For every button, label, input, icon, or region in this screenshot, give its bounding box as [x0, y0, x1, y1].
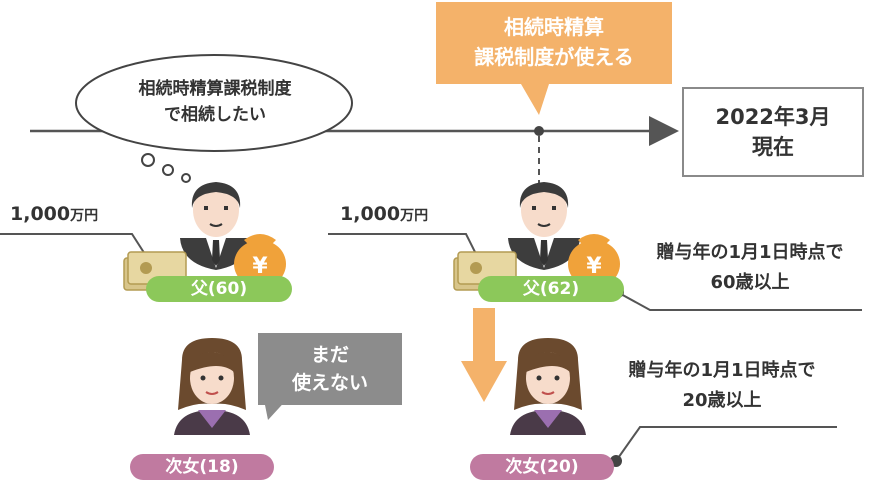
- father-right-icon: [508, 182, 580, 270]
- thought-bubble-shape: [75, 54, 353, 183]
- timeline-point: [534, 126, 544, 136]
- left-amount-value: 1,000: [10, 203, 71, 225]
- callout-pointer: [521, 84, 549, 115]
- father-condition-text: 贈与年の1月1日時点で 60歳以上: [632, 238, 868, 298]
- father-left-badge: 父(60): [146, 276, 292, 302]
- left-amount-unit: 万円: [70, 208, 99, 224]
- father-condition-line: [618, 292, 862, 311]
- down-arrow-icon: [461, 308, 507, 402]
- date-line-2: 現在: [752, 135, 794, 159]
- speech-line-1: まだ: [310, 344, 349, 366]
- daughter-condition-text: 贈与年の1月1日時点で 20歳以上: [604, 356, 840, 416]
- current-date-box: 2022年3月 現在: [682, 87, 864, 177]
- callout-can-use: 相続時精算 課税制度が使える: [436, 2, 672, 84]
- speech-line-2: 使えない: [291, 372, 368, 394]
- father-right-badge: 父(62): [478, 276, 624, 302]
- right-amount-unit: 万円: [400, 208, 429, 224]
- right-amount-label: 1,000万円: [340, 203, 428, 225]
- daughter-right-icon: [510, 338, 586, 435]
- father-left-icon: [180, 182, 252, 270]
- callout-line-1: 相続時精算: [504, 15, 604, 39]
- not-yet-speech-box: まだ 使えない: [258, 333, 402, 405]
- daughter-condition-line-1: 贈与年の1月1日時点で: [628, 360, 816, 381]
- daughter-condition-line-2: 20歳以上: [682, 390, 762, 411]
- daughter-left-badge: 次女(18): [130, 454, 274, 480]
- daughter-condition-line: [615, 426, 837, 462]
- thought-bubble-text: 相続時精算課税制度 で相続したい: [76, 76, 354, 128]
- svg-text:¥: ¥: [586, 254, 602, 279]
- father-condition-line-2: 60歳以上: [710, 272, 790, 293]
- right-amount-value: 1,000: [340, 203, 401, 225]
- father-condition-line-1: 贈与年の1月1日時点で: [656, 242, 844, 263]
- thought-line-2: で相続したい: [164, 105, 266, 125]
- daughter-left-icon: [174, 338, 250, 435]
- callout-line-2: 課税制度が使える: [474, 45, 634, 69]
- daughter-right-badge: 次女(20): [470, 454, 614, 480]
- thought-line-1: 相続時精算課税制度: [138, 79, 292, 99]
- date-line-1: 2022年3月: [715, 105, 831, 129]
- left-amount-label: 1,000万円: [10, 203, 98, 225]
- svg-text:¥: ¥: [252, 254, 268, 279]
